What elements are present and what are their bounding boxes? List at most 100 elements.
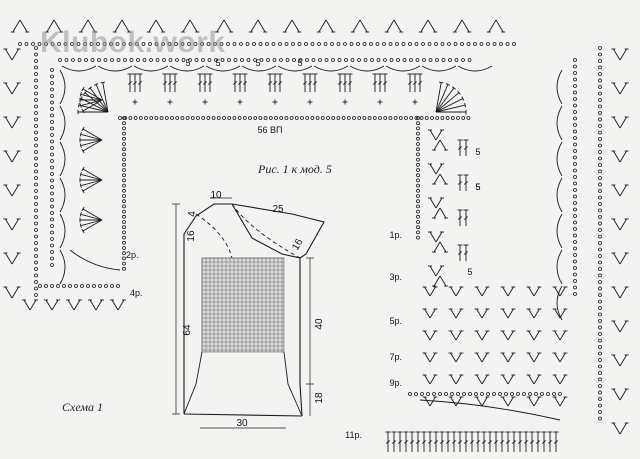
chain-stitch [284, 42, 289, 46]
chain-stitch [50, 284, 54, 288]
chain-stitch [242, 116, 247, 120]
chain-stitch [598, 52, 602, 57]
chain-stitch [499, 42, 503, 46]
final-row-double-crochet [506, 440, 510, 444]
corner-fan-stitch [80, 98, 109, 113]
chain-stitch [34, 85, 38, 89]
bottom-right-v-stitch [528, 286, 535, 297]
chain-stitch [116, 58, 121, 62]
chain-stitch [110, 58, 114, 62]
chain-stitch [122, 266, 126, 271]
corner-fan-stitch [89, 87, 109, 113]
chain-stitch [34, 208, 38, 213]
top-chain-arch [241, 65, 277, 72]
bottom-left-v-stitch [73, 299, 81, 311]
chain-stitch [50, 152, 54, 157]
chain-stitch [362, 116, 367, 120]
chain-stitch [573, 71, 577, 75]
left-fan-stitch [81, 86, 85, 92]
chain-stitch [265, 42, 269, 46]
chain-stitch [168, 58, 173, 62]
double-crochet [273, 81, 277, 85]
chain-stitch [159, 116, 164, 120]
chain-stitch [435, 116, 440, 120]
bottom-right-v-stitch [424, 374, 431, 385]
chain-stitch [207, 58, 212, 62]
bottom-right-v-stitch [476, 286, 483, 297]
chain-stitch [34, 59, 38, 63]
double-crochet [408, 81, 412, 85]
chain-stitch [37, 42, 42, 46]
chain-stitch [573, 162, 577, 166]
chain-stitch [435, 58, 439, 62]
chain-stitch [598, 163, 602, 167]
chain-stitch [540, 392, 544, 396]
left-fan-stitch [80, 219, 103, 227]
chain-stitch [122, 168, 126, 172]
chain-stitch [598, 286, 602, 291]
chain-stitch [416, 147, 420, 152]
double-crochet [373, 81, 377, 85]
chain-stitch [422, 58, 426, 62]
corner-fan-stitch [445, 83, 451, 86]
top-edge-v-stitch [495, 19, 504, 33]
chain-stitch [473, 42, 477, 46]
chain-stitch [480, 392, 484, 396]
chain-stitch [516, 392, 520, 396]
chain-stitch [122, 246, 126, 250]
chain-stitch [34, 111, 38, 115]
dimension-length-label: 64 [182, 324, 193, 336]
chain-stitch [50, 191, 54, 196]
chain-stitch [50, 237, 54, 241]
final-row-double-crochet [410, 440, 414, 444]
bottom-right-v-stitch [455, 330, 462, 341]
chain-stitch [206, 42, 211, 46]
garment-shoulder-line [231, 203, 325, 259]
final-row-double-crochet [476, 440, 480, 444]
corner-fan-stitch [461, 96, 465, 101]
chain-stitch [271, 42, 276, 46]
right-edge-v-stitch [613, 354, 621, 367]
chain-stitch [34, 143, 38, 148]
chain-stitch [461, 116, 466, 120]
double-crochet [458, 181, 462, 185]
chain-stitch [253, 116, 258, 120]
bottom-right-v-stitch [502, 374, 509, 385]
scheme-caption: Схема 1 [62, 400, 104, 414]
chain-stitch [402, 58, 407, 62]
left-edge-v-stitch [11, 286, 19, 299]
top-chain-arch [349, 65, 385, 72]
chain-stitch [83, 42, 87, 46]
chain-stitch [305, 116, 310, 120]
bottom-left-v-stitch [67, 299, 75, 311]
row-label-4: 4р. [130, 288, 143, 298]
double-crochet [133, 81, 137, 85]
final-row-double-crochet [398, 440, 402, 444]
right-chain-arch [556, 69, 563, 105]
chain-stitch [389, 58, 394, 62]
chain-stitch [598, 390, 602, 395]
top-edge-v-stitch [121, 19, 130, 33]
chain-stitch [598, 117, 602, 122]
final-row-double-crochet [434, 440, 438, 444]
chain-stitch [175, 116, 180, 120]
chain-stitch [141, 42, 146, 46]
chain-stitch [573, 246, 577, 251]
corner-fan-stitch [435, 104, 466, 113]
chain-stitch [352, 116, 356, 120]
top-edge-v-stitch [454, 19, 463, 33]
chain-stitch [416, 136, 420, 141]
chain-stitch [129, 58, 134, 62]
left-fan-stitch [79, 183, 82, 188]
double-crochet [138, 81, 142, 85]
bottom-right-v-stitch [554, 396, 561, 407]
double-crochet [308, 81, 312, 85]
chain-stitch [122, 199, 126, 204]
left-fan-stitch [80, 173, 103, 181]
right-inner-v-stitch [439, 275, 447, 287]
chain-stitch [34, 104, 38, 109]
chain-stitch [454, 58, 459, 62]
top-edge-v-stitch [325, 19, 334, 33]
bottom-right-v-stitch [424, 286, 431, 297]
chain-stitch [227, 116, 232, 120]
